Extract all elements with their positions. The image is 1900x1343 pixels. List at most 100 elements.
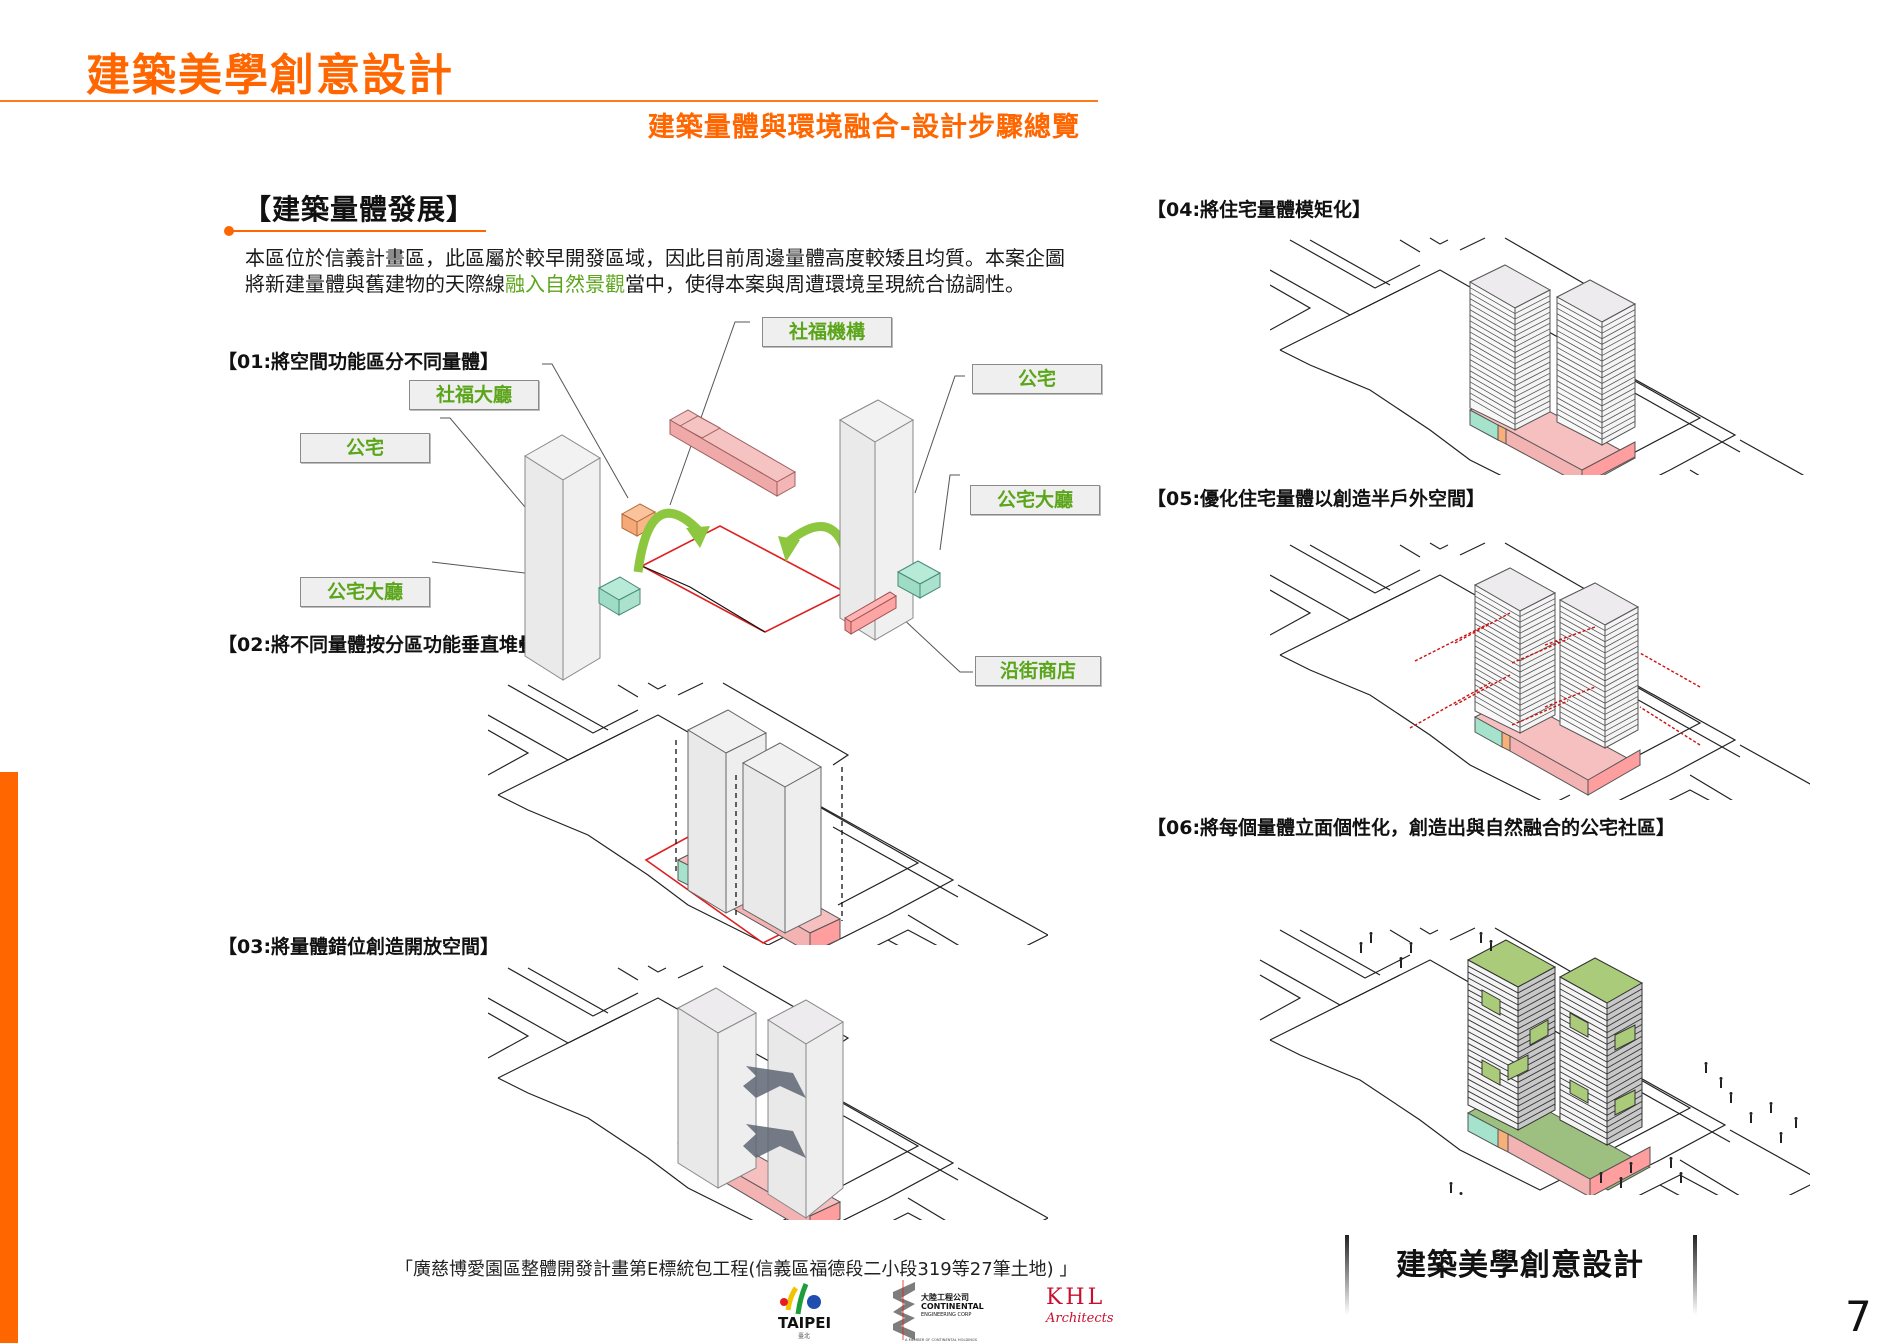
floor-line (1556, 380, 1636, 407)
continental-en: CONTINENTAL (921, 1302, 984, 1311)
person-head (1719, 1077, 1723, 1080)
taipei-logo-green (795, 1283, 809, 1315)
brand-box-left-bar (1345, 1235, 1349, 1315)
taipei-logo-blue (807, 1295, 821, 1309)
person-figure (1480, 935, 1482, 943)
red-airflow-arrows (1409, 612, 1701, 746)
body-text-highlight: 融入自然景觀 (505, 272, 625, 296)
offset-arrow-lower (743, 1124, 806, 1158)
floor-line (1469, 375, 1551, 403)
person-figure (1600, 1175, 1602, 1183)
leader-line (914, 375, 965, 494)
floor-line (1467, 1001, 1556, 1030)
floor-line (1469, 348, 1551, 376)
page-title: 建築美學創意設計 (86, 50, 454, 101)
floor-line (1474, 667, 1556, 695)
floor-line (1474, 690, 1556, 717)
welfare-institution-mass (668, 409, 797, 497)
floor-line (1474, 678, 1556, 706)
floor-line (1559, 633, 1639, 660)
floor-line (1556, 319, 1636, 345)
body-text-part: 當中，使得本案與周遭環境呈現統合協調性。 (625, 272, 1025, 296)
floor-line (1559, 1047, 1643, 1075)
person-figure (1720, 1080, 1722, 1088)
floor-line (1556, 391, 1636, 418)
floor-line (1467, 1090, 1556, 1119)
person-head (1794, 1117, 1798, 1120)
label-social-welfare-lobby: 社福大廳 (409, 380, 539, 410)
floor-line (1556, 408, 1636, 435)
tower-2-floors (1555, 279, 1637, 446)
person-head (1369, 932, 1373, 935)
floor-line (1559, 627, 1639, 654)
person-figure (1370, 935, 1372, 943)
floor-line (1559, 1000, 1643, 1028)
page-subtitle: 建築量體與環境融合-設計步驟總覽 (647, 112, 1080, 143)
housing-lobby-right-mass (896, 560, 942, 599)
taipei-logo-yellow (785, 1286, 799, 1311)
person-figure (1770, 1105, 1772, 1113)
body-text-part: 本區位於信義計畫區，此區屬於較早開發區域，因此目前周邊量體高度較矮且均質。本案企… (245, 246, 1065, 296)
floor-line (1474, 673, 1556, 701)
leader-line (899, 615, 973, 673)
floor-line (1559, 994, 1643, 1022)
people-figures (1359, 932, 1798, 1195)
floor-line (1474, 634, 1556, 662)
person-figure (1490, 943, 1492, 951)
person-figure (1730, 1095, 1732, 1103)
floor-line (1469, 320, 1551, 348)
label-public-housing-lobby-right: 公宅大廳 (970, 485, 1100, 515)
person-head (1479, 932, 1483, 935)
floor-line (1559, 661, 1639, 687)
header-divider (0, 100, 1098, 102)
offset-arrow-upper (743, 1066, 806, 1098)
floor-line (1469, 370, 1551, 398)
person-head (1489, 940, 1493, 943)
floor-line (1474, 612, 1556, 640)
person-head (1679, 1172, 1683, 1175)
label-public-housing-lobby-left: 公宅大廳 (300, 577, 430, 607)
side-accent-bar (0, 772, 18, 1343)
project-caption: 「廣慈博愛園區整體開發計畫第E標統包工程(信義區福德段二小段319等27筆土地)… (395, 1259, 1078, 1280)
floor-line (1559, 1059, 1643, 1087)
tower-1-facade (1466, 939, 1557, 1131)
floor-line (1469, 309, 1551, 337)
floor-line (1556, 341, 1636, 368)
floor-line (1559, 1100, 1643, 1128)
floor-line (1474, 684, 1556, 712)
person-head (1704, 1062, 1708, 1065)
floor-line (1467, 1072, 1556, 1101)
green-arrow-left (633, 508, 704, 573)
floor-line (1559, 672, 1639, 699)
label-social-welfare-institution: 社福機構 (762, 317, 892, 347)
floor-line (1559, 1041, 1643, 1069)
floor-line (1474, 701, 1556, 728)
label-public-housing-right: 公宅 (972, 364, 1102, 394)
floor-line (1559, 1112, 1643, 1140)
person-head (1399, 957, 1403, 960)
floor-line (1467, 965, 1556, 994)
leader-line (440, 417, 531, 514)
diagram-02-vertical-stacking (488, 682, 1048, 945)
floor-line (1474, 617, 1556, 645)
person-figure (1670, 1160, 1672, 1168)
person-head (1599, 1172, 1603, 1175)
floor-line (1556, 358, 1636, 384)
person-head (1409, 942, 1413, 945)
person-head (1359, 942, 1363, 945)
floor-line (1556, 363, 1636, 390)
floor-line (1559, 683, 1639, 710)
brand-box-right-bar (1693, 1235, 1697, 1315)
floor-line (1559, 622, 1639, 648)
floor-line (1467, 1025, 1556, 1054)
person-figure (1780, 1135, 1782, 1143)
floor-line (1467, 1084, 1556, 1113)
floor-line (1474, 590, 1556, 618)
floor-line (1469, 398, 1551, 425)
street-shops-mass (844, 591, 897, 635)
floor-line (1469, 331, 1551, 359)
green-arrow-left-head (686, 526, 710, 548)
floor-line (1559, 1035, 1643, 1063)
khl-logo-text: KHL (1046, 1285, 1105, 1310)
person-figure (1750, 1115, 1752, 1123)
